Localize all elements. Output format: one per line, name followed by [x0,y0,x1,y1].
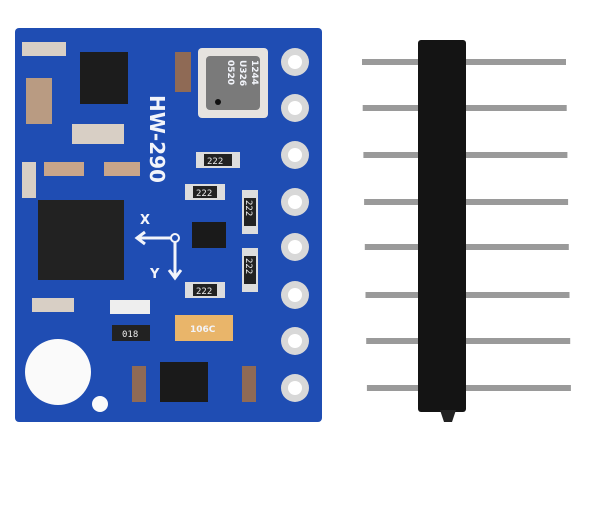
axis-y-label: Y [149,267,160,282]
board-label: HW-290 [145,95,169,183]
axis-x-label: X [140,213,150,228]
mcu-chip [38,200,124,280]
capacitor-marking: 106C [190,325,216,335]
pressure-sensor: 1244 U326 0520 [198,48,268,118]
header-pin [366,338,571,344]
axis-indicator [134,230,183,281]
header-body [418,40,466,412]
small-hole [92,396,108,412]
resistor-label: 222 [243,258,253,274]
mounting-hole [25,339,91,405]
sensor-marking-line3: 0520 [225,60,235,85]
pin-header [362,40,571,422]
pin-pads [281,48,309,402]
sensor-marking-line1: 1244 [249,60,259,85]
sensor-marking-line2: U326 [237,60,247,86]
header-pin [366,385,571,391]
header-pin [364,244,569,250]
regulator-chip [160,362,208,402]
resistor-label: 222 [207,157,223,167]
sot-chip [192,222,226,248]
resistor-label-018: 018 [122,330,138,340]
tantalum-capacitor [175,315,233,341]
resistor-label: 222 [196,189,212,199]
resistor-label: 222 [196,287,212,297]
header-pin [364,199,569,205]
small-ic [80,52,128,104]
resistor-label: 222 [243,200,253,216]
header-pin [365,292,570,298]
